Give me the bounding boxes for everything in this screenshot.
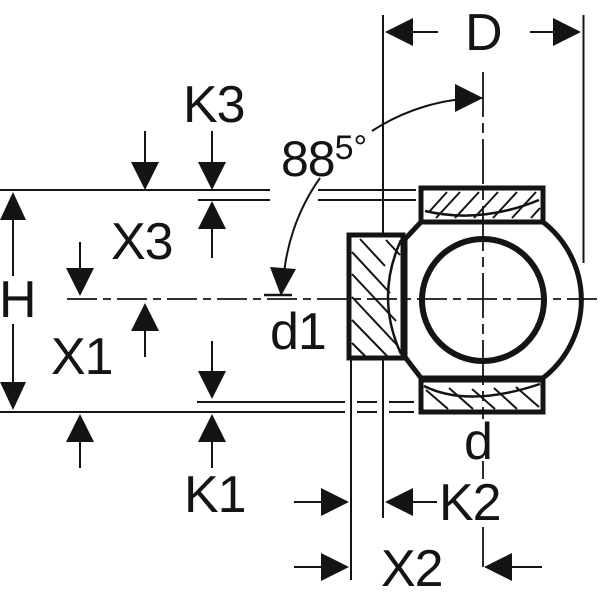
label-X1: X1 — [51, 328, 114, 386]
label-X2: X2 — [381, 540, 444, 598]
angle-leader — [264, 84, 484, 297]
dimension-X1 — [66, 242, 94, 468]
label-K2: K2 — [439, 474, 502, 532]
angle-base: 88 — [281, 131, 336, 187]
angle-degree-sign: ° — [353, 129, 368, 167]
arrow-up-icon — [131, 303, 159, 331]
arrow-down-icon — [198, 371, 226, 399]
arrow-left-icon — [385, 488, 413, 516]
arrow-right-icon — [321, 488, 349, 516]
arrow-right-icon — [321, 553, 349, 581]
centerlines — [67, 72, 597, 567]
label-D: D — [465, 4, 503, 62]
dimension-H — [0, 192, 26, 410]
label-K1: K1 — [184, 466, 247, 524]
arrow-right-icon — [455, 84, 483, 112]
left-socket-arc — [386, 239, 403, 355]
arrow-down-icon — [270, 267, 296, 296]
arrow-up-icon — [66, 414, 94, 442]
arrow-up-icon — [198, 201, 226, 229]
arrow-down-icon — [131, 162, 159, 190]
arrow-left-icon — [484, 553, 512, 581]
bottom-socket — [418, 377, 546, 415]
label-angle: 885° — [281, 131, 367, 187]
label-X3: X3 — [111, 213, 174, 271]
label-H: H — [0, 271, 37, 329]
label-d: d — [464, 413, 493, 471]
bottom-reference-lines — [0, 401, 414, 413]
top-socket — [418, 185, 546, 225]
arrow-up-icon — [198, 414, 226, 442]
dimension-K1 — [198, 341, 226, 468]
arrow-right-icon — [553, 18, 581, 46]
dimension-X3 — [131, 131, 159, 357]
arrow-up-icon — [0, 192, 26, 220]
dimension-D — [385, 18, 581, 46]
top-reference-lines — [0, 189, 416, 201]
label-K3: K3 — [183, 76, 246, 134]
left-socket-hatching — [351, 238, 401, 357]
arrow-down-icon — [198, 162, 226, 190]
dimension-X2 — [294, 553, 542, 581]
label-d1: d1 — [270, 303, 327, 361]
arrow-left-icon — [385, 18, 413, 46]
dimension-K2 — [294, 488, 437, 516]
angle-superscript: 5 — [334, 129, 354, 167]
dimension-K3 — [198, 131, 226, 258]
arrow-down-icon — [0, 382, 26, 410]
arrow-down-icon — [66, 268, 94, 296]
bottom-socket-arc — [423, 382, 541, 398]
top-socket-arc — [424, 198, 540, 217]
branch-socket-left — [346, 232, 406, 361]
extension-lines — [350, 15, 585, 580]
